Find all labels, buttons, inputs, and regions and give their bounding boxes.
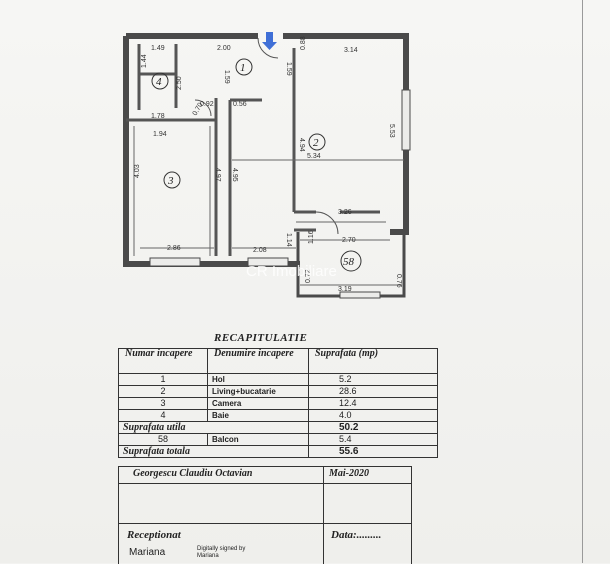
footer-box: Georgescu Claudiu Octavian Mai-2020 Rece… <box>118 466 412 564</box>
dim-label: 5.34 <box>307 153 321 160</box>
room-number-58: 58 <box>343 256 355 268</box>
cell-area: 28.6 <box>308 385 438 398</box>
cell-area: 5.2 <box>308 373 438 386</box>
room-number-1: 1 <box>240 62 246 74</box>
dim-label: 2.70 <box>342 237 356 244</box>
dimension-labels: 1.49 2.00 3.14 1.44 2.50 1.59 1.59 0.88 … <box>134 36 402 293</box>
dim-label: 1.78 <box>151 113 165 120</box>
dim-label: 0.88 <box>300 36 307 50</box>
author-name: Georgescu Claudiu Octavian <box>133 468 253 479</box>
cell-room-name: Camera <box>207 397 309 410</box>
dim-label: 1.59 <box>223 70 230 84</box>
dim-label: 4.97 <box>214 168 221 182</box>
digital-signature-note: Digitally signed by Mariana <box>197 546 246 559</box>
watermark-text: CR Imobiliare <box>246 263 337 280</box>
data-label: Data:......... <box>331 529 382 541</box>
dim-label: 5.53 <box>388 124 395 138</box>
balcony-row: 58 Balcon 5.4 <box>118 433 438 446</box>
dim-label: 2.50 <box>176 76 183 90</box>
cell-room-no: 2 <box>118 385 208 398</box>
dim-label: 0.72 <box>305 269 312 283</box>
room-number-markers: 1 2 3 4 58 <box>151 58 362 272</box>
dim-label: 4.95 <box>231 168 238 182</box>
dim-label: 0.56 <box>233 101 247 108</box>
recap-table: Numar incapere Denumire incapere Suprafa… <box>118 348 438 458</box>
total-area-label: Suprafata totala <box>118 445 309 458</box>
author-row <box>119 467 411 484</box>
cell-room-name: Living+bucatarie <box>207 385 309 398</box>
dim-label: 4.94 <box>298 138 305 152</box>
cell-room-name: Baie <box>207 409 309 422</box>
recap-header-row: Numar incapere Denumire incapere Suprafa… <box>118 348 438 374</box>
room-number-4: 4 <box>156 76 162 88</box>
balcony-walls <box>296 230 406 298</box>
header-area: Suprafata (mp) <box>308 348 438 374</box>
floor-plan: 1 2 3 4 58 1.49 2.00 3.14 1.44 2.50 1.59… <box>123 32 411 299</box>
cell-room-no: 1 <box>118 373 208 386</box>
cell-room-name: Balcon <box>207 433 309 446</box>
page-edge-line <box>582 0 583 563</box>
received-row: Receptionat Data:......... <box>119 523 411 544</box>
cell-room-name: Hol <box>207 373 309 386</box>
dim-label: 2.08 <box>253 247 267 254</box>
dim-label: 1.16 <box>308 230 315 244</box>
cell-room-no: 4 <box>118 409 208 422</box>
room-number-3: 3 <box>167 175 174 187</box>
document-date: Mai-2020 <box>329 468 369 479</box>
interior-walls <box>126 44 380 256</box>
table-row: 3 Camera 12.4 <box>118 397 438 410</box>
cell-room-no: 3 <box>118 397 208 410</box>
room-number-2: 2 <box>313 137 319 149</box>
dim-label: 1.14 <box>285 233 292 247</box>
dimension-lines <box>133 126 404 286</box>
cell-room-no: 58 <box>118 433 208 446</box>
recap-title: RECAPITULATIE <box>214 332 308 344</box>
dim-label: 3.26 <box>338 209 352 216</box>
dim-label: 0.76 <box>395 274 402 288</box>
dim-label: 3.19 <box>338 286 352 293</box>
dim-label: 0.92 <box>200 101 214 108</box>
dim-label: 1.59 <box>285 62 292 76</box>
cell-area: 4.0 <box>308 409 438 422</box>
cell-area: 12.4 <box>308 397 438 410</box>
table-row: 1 Hol 5.2 <box>118 373 438 386</box>
useful-area-label: Suprafata utila <box>118 421 309 434</box>
footer-divider <box>323 467 324 564</box>
dim-label: 3.14 <box>344 47 358 54</box>
useful-area-value: 50.2 <box>308 421 438 434</box>
dim-label: 1.94 <box>153 131 167 138</box>
header-room-number: Numar incapere <box>118 348 208 374</box>
door-arcs <box>194 37 339 235</box>
table-row: 2 Living+bucatarie 28.6 <box>118 385 438 398</box>
dim-label: 2.00 <box>217 45 231 52</box>
receiver-name: Mariana <box>129 547 166 558</box>
total-area-value: 55.6 <box>308 445 438 458</box>
useful-area-row: Suprafata utila 50.2 <box>118 421 438 434</box>
table-row: 4 Baie 4.0 <box>118 409 438 422</box>
dim-label: 2.86 <box>167 245 181 252</box>
entry-arrow-icon <box>262 32 277 50</box>
windows <box>149 89 411 299</box>
total-area-row: Suprafata totala 55.6 <box>118 445 438 458</box>
dim-label: 1.44 <box>141 54 148 68</box>
cell-area: 5.4 <box>308 433 438 446</box>
header-room-name: Denumire incapere <box>207 348 309 374</box>
outer-walls <box>123 33 409 267</box>
dim-label: 1.49 <box>151 45 165 52</box>
received-label: Receptionat <box>127 529 181 541</box>
dim-label: 4.03 <box>134 164 141 178</box>
